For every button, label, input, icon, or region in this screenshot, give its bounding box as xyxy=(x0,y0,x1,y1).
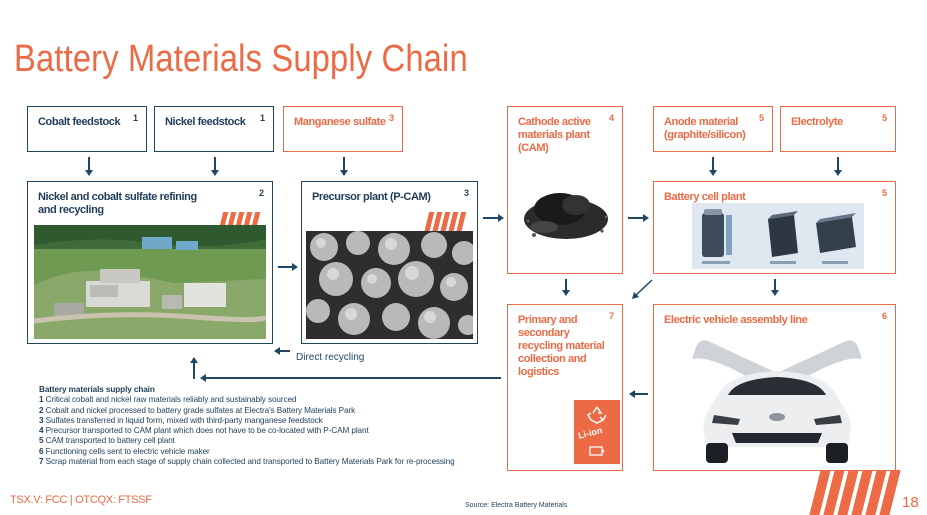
arrow-cell-to-recycling xyxy=(632,279,653,299)
legend-heading: Battery materials supply chain xyxy=(39,385,155,394)
cathode-powder-image xyxy=(514,173,616,249)
electrolyte-box: Electrolyte 5 xyxy=(780,106,896,152)
step-number: 5 xyxy=(881,188,887,198)
arrow-cam-to-cell xyxy=(628,214,649,221)
refining-label: Nickel and cobalt sulfate refining and r… xyxy=(38,191,197,216)
recycle-icon xyxy=(587,406,607,424)
step-number: 1 xyxy=(132,113,138,123)
battery-cell-plant-label: Battery cell plant xyxy=(664,191,746,203)
arrow-direct-recycling xyxy=(274,347,290,354)
legend-item: 4 Precursor transported to CAM plant whi… xyxy=(39,426,369,436)
nickel-feedstock-box: Nickel feedstock 1 xyxy=(154,106,274,152)
ticker-text: TSX.V: FCC | OTCQX: FTSSF xyxy=(10,494,152,506)
arrow-recycling-to-refining xyxy=(200,374,501,381)
step-number: 2 xyxy=(258,188,264,198)
arrow-pcam-to-cam xyxy=(483,214,504,221)
manganese-sulfate-label: Manganese sulfate xyxy=(294,116,386,128)
cobalt-feedstock-label: Cobalt feedstock xyxy=(38,116,121,128)
ev-assembly-box: Electric vehicle assembly line 6 xyxy=(653,304,896,471)
page-title: Battery Materials Supply Chain xyxy=(14,38,468,80)
arrow-nickel-down xyxy=(211,157,218,176)
arrow-anode-down xyxy=(709,157,716,176)
footer-brand-stripes xyxy=(809,470,901,515)
arrow-up-to-refining xyxy=(190,357,197,379)
battery-cell-plant-box: Battery cell plant 5 xyxy=(653,181,896,274)
arrow-ev-to-recycling xyxy=(629,390,648,397)
arrow-manganese-down xyxy=(340,157,347,176)
cobalt-feedstock-box: Cobalt feedstock 1 xyxy=(27,106,147,152)
arrow-refining-to-pcam xyxy=(278,263,298,270)
direct-recycling-label: Direct recycling xyxy=(296,352,365,363)
legend-item: 1 Critical cobalt and nickel raw materia… xyxy=(39,395,297,405)
pcam-plant-label: Precursor plant (P-CAM) xyxy=(312,191,431,203)
cam-plant-label: Cathode active materials plant (CAM) xyxy=(518,116,591,154)
step-number: 5 xyxy=(758,113,764,123)
battery-cells-image xyxy=(692,203,864,269)
legend-item: 7 Scrap material from each stage of supp… xyxy=(39,457,455,467)
step-number: 5 xyxy=(881,113,887,123)
step-number: 3 xyxy=(388,113,394,123)
recycling-logistics-label: Primary and secondary recycling material… xyxy=(518,314,605,378)
page-number: 18 xyxy=(902,494,919,511)
anode-material-label: Anode material (graphite/silicon) xyxy=(664,116,746,141)
anode-material-box: Anode material (graphite/silicon) 5 xyxy=(653,106,773,152)
li-ion-text: Li-ion xyxy=(577,425,604,441)
electric-car-image xyxy=(692,340,862,463)
battery-icon xyxy=(589,446,604,456)
step-number: 6 xyxy=(881,311,887,321)
precursor-particles-image xyxy=(306,231,473,339)
step-number: 4 xyxy=(608,113,614,123)
step-number: 3 xyxy=(463,188,469,198)
legend-item: 5 CAM transported to battery cell plant xyxy=(39,436,175,446)
manganese-sulfate-box: Manganese sulfate 3 xyxy=(283,106,403,152)
recycling-logistics-box: Primary and secondary recycling material… xyxy=(507,304,623,471)
cam-plant-box: Cathode active materials plant (CAM) 4 xyxy=(507,106,623,274)
refinery-aerial-image xyxy=(34,225,266,339)
pcam-plant-box: Precursor plant (P-CAM) 3 xyxy=(301,181,478,344)
nickel-feedstock-label: Nickel feedstock xyxy=(165,116,246,128)
step-number: 7 xyxy=(608,311,614,321)
arrow-cam-to-recycling xyxy=(562,279,569,296)
refining-box: Nickel and cobalt sulfate refining and r… xyxy=(27,181,273,344)
arrow-cell-to-ev xyxy=(771,279,778,296)
ev-assembly-label: Electric vehicle assembly line xyxy=(664,314,808,326)
arrow-electrolyte-down xyxy=(834,157,841,176)
legend-item: 3 Sulfates transferred in liquid form, m… xyxy=(39,415,323,425)
arrow-cobalt-down xyxy=(85,157,92,176)
step-number: 1 xyxy=(259,113,265,123)
electrolyte-label: Electrolyte xyxy=(791,116,843,128)
legend-item: 6 Functioning cells sent to electric veh… xyxy=(39,446,210,456)
recycle-bin-image: Li-ion xyxy=(574,400,620,464)
legend: Battery materials supply chain 1 Critica… xyxy=(39,385,455,467)
source-text: Source: Electra Battery Materials xyxy=(465,502,568,509)
legend-item: 2 Cobalt and nickel processed to battery… xyxy=(39,405,356,415)
